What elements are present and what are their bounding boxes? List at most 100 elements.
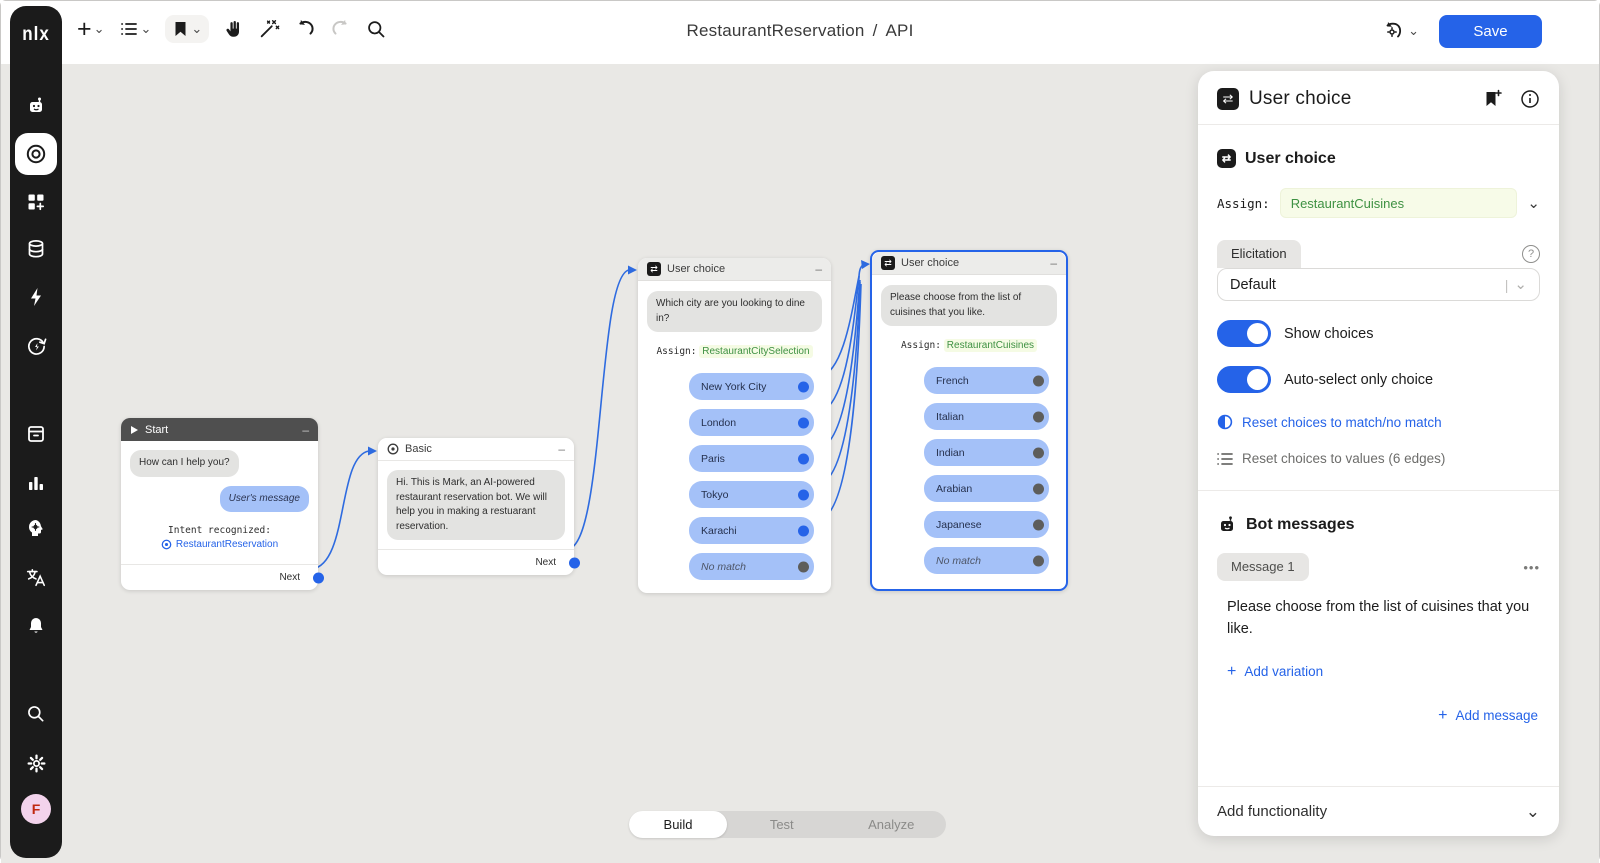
sidebar-item-translations[interactable] bbox=[18, 560, 54, 596]
choice-port[interactable] bbox=[798, 561, 809, 572]
sidebar-item-flows[interactable] bbox=[15, 133, 57, 175]
node-user-choice-city[interactable]: ⇄ User choice – Which city are you looki… bbox=[638, 258, 831, 593]
sidebar-item-archive[interactable] bbox=[18, 416, 54, 452]
message-menu-button[interactable]: ••• bbox=[1523, 559, 1540, 575]
bookmark-add-button[interactable] bbox=[1483, 89, 1502, 109]
tab-analyze[interactable]: Analyze bbox=[868, 817, 915, 832]
next-port[interactable] bbox=[313, 572, 324, 583]
choice-port[interactable] bbox=[1033, 411, 1044, 422]
sidebar-item-search[interactable] bbox=[18, 696, 54, 732]
user-avatar[interactable]: F bbox=[18, 791, 54, 827]
collapse-node-button[interactable]: – bbox=[302, 422, 309, 437]
chevron-down-icon[interactable]: ⌄ bbox=[1527, 195, 1540, 212]
toggle-label: Show choices bbox=[1284, 325, 1374, 342]
lightning-icon bbox=[31, 288, 41, 306]
add-node-button[interactable]: + ⌄ bbox=[77, 17, 105, 42]
choice-port[interactable] bbox=[798, 489, 809, 500]
collapse-node-button[interactable]: – bbox=[1050, 256, 1057, 270]
save-button[interactable]: Save bbox=[1439, 15, 1542, 48]
elicitation-select[interactable]: Default | ⌄ bbox=[1217, 268, 1540, 301]
no-match-pill[interactable]: No match bbox=[924, 547, 1049, 574]
choice-port[interactable] bbox=[798, 381, 809, 392]
message-1-tab[interactable]: Message 1 bbox=[1217, 553, 1309, 581]
list-icon bbox=[120, 23, 137, 35]
assign-value[interactable]: RestaurantCitySelection bbox=[699, 345, 813, 358]
node-user-choice-cuisine[interactable]: ⇄ User choice – Please choose from the l… bbox=[870, 250, 1068, 591]
bot-messages-icon bbox=[1221, 516, 1233, 531]
add-variation-label: Add variation bbox=[1244, 664, 1324, 679]
tab-build[interactable]: Build bbox=[629, 811, 727, 838]
sidebar-item-notifications[interactable] bbox=[18, 608, 54, 644]
avatar-initial: F bbox=[21, 794, 51, 824]
user-choice-icon: ⇄ bbox=[647, 262, 661, 276]
intent-link[interactable]: RestaurantReservation bbox=[130, 539, 309, 550]
nlx-logo[interactable]: nlx bbox=[22, 22, 50, 45]
search-canvas-button[interactable] bbox=[366, 19, 387, 40]
choice-port[interactable] bbox=[798, 525, 809, 536]
collapse-node-button[interactable]: – bbox=[558, 442, 565, 456]
auto-select-toggle[interactable] bbox=[1217, 366, 1271, 393]
help-button[interactable]: ? bbox=[1522, 245, 1540, 263]
sidebar-item-actions[interactable] bbox=[18, 279, 54, 315]
node-start[interactable]: Start – How can I help you? User's messa… bbox=[121, 418, 324, 590]
show-choices-toggle[interactable] bbox=[1217, 320, 1271, 347]
choice-pill[interactable]: Arabian bbox=[924, 475, 1049, 502]
choice-label: No match bbox=[936, 554, 981, 567]
sidebar-item-components[interactable] bbox=[18, 184, 54, 220]
choice-pill[interactable]: French bbox=[924, 367, 1049, 394]
redo-icon bbox=[332, 19, 347, 35]
collapse-node-button[interactable]: – bbox=[815, 262, 822, 276]
sidebar-item-lifecycle[interactable] bbox=[18, 328, 54, 364]
sidebar-item-analytics[interactable] bbox=[18, 465, 54, 501]
bookmark-menu-button[interactable]: ⌄ bbox=[165, 15, 210, 43]
add-functionality-button[interactable]: Add functionality ⌄ bbox=[1198, 786, 1559, 836]
reset-match-link[interactable]: Reset choices to match/no match bbox=[1217, 414, 1540, 430]
choice-port[interactable] bbox=[1033, 375, 1044, 386]
choice-pill[interactable]: Paris bbox=[689, 445, 814, 472]
sidebar-item-bot[interactable] bbox=[18, 88, 54, 124]
choice-port[interactable] bbox=[798, 417, 809, 428]
refresh-bolt-icon bbox=[27, 337, 46, 355]
choice-pill[interactable]: New York City bbox=[689, 373, 814, 400]
info-button[interactable] bbox=[1520, 89, 1540, 109]
list-menu-button[interactable]: ⌄ bbox=[119, 19, 151, 39]
next-port[interactable] bbox=[569, 557, 580, 568]
message-text[interactable]: Please choose from the list of cuisines … bbox=[1227, 599, 1530, 637]
node-start-header[interactable]: Start – bbox=[121, 418, 318, 441]
user-choice-icon: ⇄ bbox=[1217, 88, 1239, 110]
no-match-pill[interactable]: No match bbox=[689, 553, 814, 580]
ai-assist-button[interactable] bbox=[258, 18, 280, 40]
choice-port[interactable] bbox=[1033, 447, 1044, 458]
add-variation-button[interactable]: + Add variation bbox=[1217, 663, 1540, 681]
choice-pill[interactable]: London bbox=[689, 409, 814, 436]
choice-port[interactable] bbox=[1033, 555, 1044, 566]
choice-port[interactable] bbox=[1033, 483, 1044, 494]
add-functionality-label: Add functionality bbox=[1217, 803, 1328, 820]
choice-pill[interactable]: Italian bbox=[924, 403, 1049, 430]
choice-pill[interactable]: Japanese bbox=[924, 511, 1049, 538]
add-message-button[interactable]: + Add message bbox=[1217, 707, 1540, 725]
pan-tool-button[interactable] bbox=[223, 19, 244, 40]
node-cuisine-header[interactable]: ⇄ User choice – bbox=[872, 252, 1066, 275]
node-title: User choice bbox=[667, 263, 726, 275]
choice-pill[interactable]: Tokyo bbox=[689, 481, 814, 508]
tab-test[interactable]: Test bbox=[769, 817, 794, 832]
choice-port[interactable] bbox=[798, 453, 809, 464]
undo-button[interactable] bbox=[294, 18, 316, 40]
reset-values-link[interactable]: Reset choices to values (6 edges) bbox=[1217, 451, 1540, 466]
sidebar-item-settings[interactable] bbox=[18, 745, 54, 781]
node-basic[interactable]: Basic – Hi. This is Mark, an AI-powered … bbox=[378, 438, 580, 575]
elicitation-tab[interactable]: Elicitation bbox=[1217, 240, 1301, 268]
assign-value[interactable]: RestaurantCuisines bbox=[943, 339, 1038, 352]
node-city-header[interactable]: ⇄ User choice – bbox=[638, 258, 831, 281]
redo-button[interactable] bbox=[330, 18, 352, 40]
choice-pill[interactable]: Indian bbox=[924, 439, 1049, 466]
sidebar-item-ai-settings[interactable] bbox=[18, 510, 54, 546]
version-history-button[interactable]: ⌄ bbox=[1381, 19, 1419, 43]
assign-variable-input[interactable]: RestaurantCuisines bbox=[1279, 188, 1518, 218]
sidebar-item-data[interactable] bbox=[18, 231, 54, 267]
choice-pill[interactable]: Karachi bbox=[689, 517, 814, 544]
node-basic-header[interactable]: Basic – bbox=[378, 438, 574, 461]
breadcrumb-page: API bbox=[885, 21, 914, 40]
choice-port[interactable] bbox=[1033, 519, 1044, 530]
